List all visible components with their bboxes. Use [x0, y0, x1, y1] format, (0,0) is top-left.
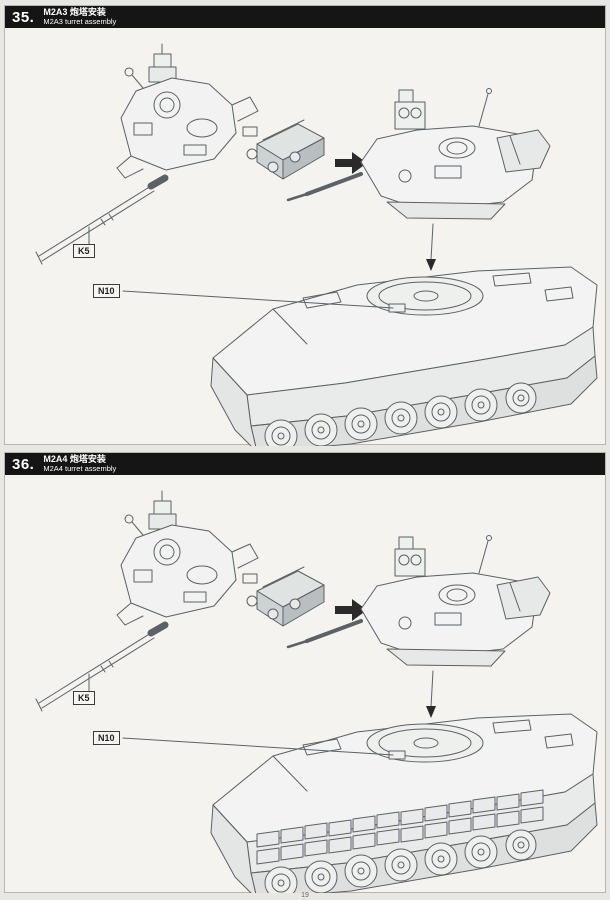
step-number: 36. — [12, 455, 35, 473]
step-title-en: M2A4 turret assembly — [43, 463, 117, 473]
part-label-k5: K5 — [73, 691, 95, 705]
step-title-cn: M2A3 炮塔安装 — [43, 6, 106, 17]
page-number: 19 — [301, 892, 309, 899]
step-titles: M2A4 炮塔安装 M2A4 turret assembly — [43, 453, 117, 473]
part-label-k5: K5 — [73, 244, 95, 258]
step-36-illustration-area: K5 N10 — [5, 475, 605, 893]
step-35-panel: 35. M2A3 炮塔安装 M2A3 turret assembly K5 N1… — [4, 5, 606, 445]
part-label-n10: N10 — [93, 731, 120, 745]
step-36-header: 36. M2A4 炮塔安装 M2A4 turret assembly — [5, 453, 605, 475]
step-title-en: M2A3 turret assembly — [43, 16, 117, 26]
step-title-cn: M2A4 炮塔安装 — [43, 453, 106, 464]
step-number: 35. — [12, 8, 35, 26]
step-36-panel: 36. M2A4 炮塔安装 M2A4 turret assembly K5 N1… — [4, 452, 606, 893]
part-label-n10: N10 — [93, 284, 120, 298]
step-36-illustration — [5, 475, 605, 893]
step-35-header: 35. M2A3 炮塔安装 M2A3 turret assembly — [5, 6, 605, 28]
step-titles: M2A3 炮塔安装 M2A3 turret assembly — [43, 6, 117, 26]
step-35-illustration-area: K5 N10 — [5, 28, 605, 446]
step-35-illustration — [5, 28, 605, 446]
